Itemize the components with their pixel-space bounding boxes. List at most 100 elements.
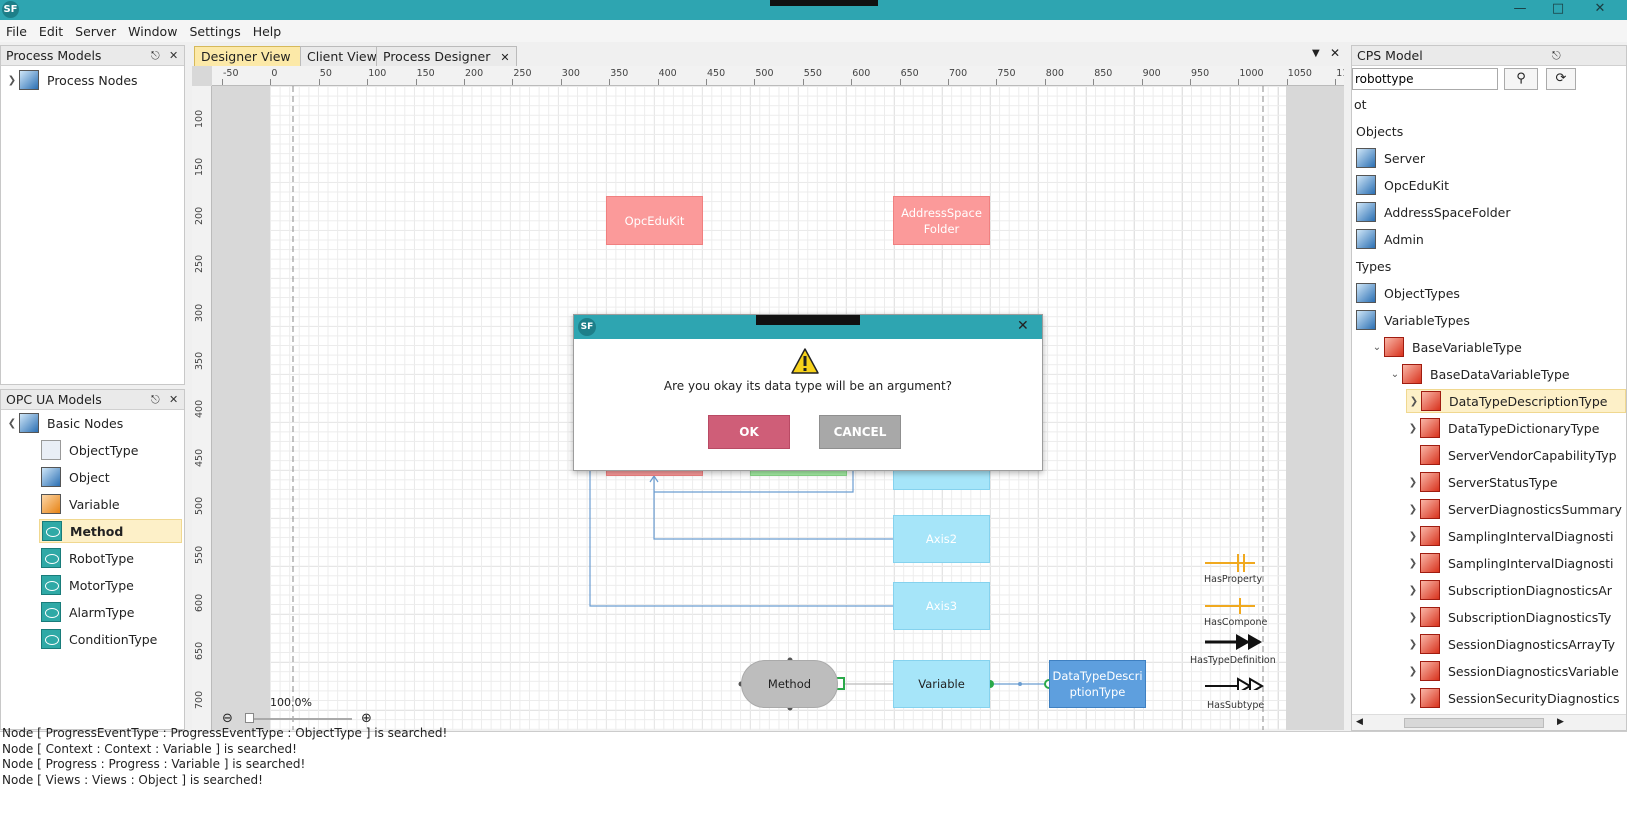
node-variable[interactable]: Variable xyxy=(893,660,990,708)
refresh-icon[interactable]: ⟳ xyxy=(1546,68,1576,90)
tab-designer-view[interactable]: Designer View ✕ xyxy=(194,46,317,66)
pin-icon[interactable]: ⎋ xyxy=(151,393,160,406)
menu-server[interactable]: Server xyxy=(75,23,117,39)
cps-tree-item[interactable]: ❯ServerDiagnosticsSummary xyxy=(1406,497,1622,521)
cps-tree-item[interactable]: AddressSpaceFolder xyxy=(1352,200,1511,224)
cps-tree-item[interactable]: Admin xyxy=(1352,227,1424,251)
tab-list-icon[interactable]: ▼ xyxy=(1312,48,1320,59)
cps-tree-item[interactable]: ❯SessionDiagnosticsVariable xyxy=(1406,659,1619,683)
chevron-right-icon[interactable]: ❯ xyxy=(1408,557,1418,569)
chevron-down-icon[interactable]: ❮ xyxy=(7,417,17,429)
tree-item-basic-nodes[interactable]: ❮ Basic Nodes xyxy=(5,411,123,435)
horizontal-scrollbar[interactable]: ◀ ▶ xyxy=(1352,714,1626,730)
tree-item-objecttype[interactable]: ObjectType xyxy=(41,438,138,462)
search-input[interactable] xyxy=(1352,68,1498,90)
chevron-right-icon[interactable]: ❯ xyxy=(1408,692,1418,704)
cps-tree-item[interactable]: ❯SamplingIntervalDiagnosti xyxy=(1406,551,1614,575)
zoom-slider-handle[interactable] xyxy=(245,713,254,723)
chevron-right-icon[interactable]: ❯ xyxy=(7,74,17,86)
cancel-button[interactable]: CANCEL xyxy=(819,415,901,449)
tree-item-robottype[interactable]: RobotType xyxy=(41,546,134,570)
chevron-right-icon[interactable]: ❯ xyxy=(1408,611,1418,623)
ruler-tick-label: 750 xyxy=(997,68,1016,79)
chevron-right-icon[interactable]: ❯ xyxy=(1408,476,1418,488)
tree-item-alarmtype[interactable]: AlarmType xyxy=(41,600,135,624)
designer-paper[interactable]: OpcEduKit AddressSpaceFolder Axis2 Axis3… xyxy=(270,86,1286,730)
cps-tree-item[interactable]: ⌄BaseDataVariableType xyxy=(1388,362,1570,386)
cps-tree-item-label: SamplingIntervalDiagnosti xyxy=(1448,528,1614,544)
dialog-titlebar[interactable]: SF ✕ xyxy=(574,315,1042,339)
close-tab-icon[interactable]: ✕ xyxy=(500,51,510,64)
node-axis2[interactable]: Axis2 xyxy=(893,515,990,563)
close-icon[interactable]: ✕ xyxy=(1330,46,1341,60)
zoom-out-icon[interactable]: ⊖ xyxy=(222,711,233,726)
minimize-icon[interactable]: — xyxy=(1513,1,1527,16)
menu-help[interactable]: Help xyxy=(252,23,282,39)
cps-tree-item[interactable]: ot xyxy=(1352,92,1367,116)
cps-tree-item[interactable]: ObjectTypes xyxy=(1352,281,1460,305)
cps-tree-item[interactable]: ❯SubscriptionDiagnosticsTy xyxy=(1406,605,1611,629)
cps-tree-item[interactable]: ❯SessionDiagnosticsArrayTy xyxy=(1406,632,1615,656)
scroll-left-icon[interactable]: ◀ xyxy=(1356,717,1363,727)
cps-tree-item-label: DataTypeDescriptionType xyxy=(1449,393,1608,409)
tree-item-object[interactable]: Object xyxy=(41,465,110,489)
cps-tree-item[interactable]: ❯SessionSecurityDiagnostics xyxy=(1406,686,1620,710)
cps-tree-item[interactable]: ❯DataTypeDictionaryType xyxy=(1406,416,1599,440)
close-window-icon[interactable]: ✕ xyxy=(1594,1,1606,16)
chevron-right-icon[interactable]: ❯ xyxy=(1409,395,1419,407)
pin-icon[interactable]: ⎋ xyxy=(1552,49,1561,62)
tree-item-motortype[interactable]: MotorType xyxy=(41,573,134,597)
zoom-slider-track[interactable] xyxy=(246,718,352,720)
cps-model-panel: CPS Model ⎋ ⚲ ⟳ otObjectsServerOpcEduKit… xyxy=(1351,45,1627,731)
maximize-icon[interactable]: □ xyxy=(1551,1,1565,16)
tree-item-variable[interactable]: Variable xyxy=(41,492,120,516)
search-icon[interactable]: ⚲ xyxy=(1504,68,1538,90)
chevron-right-icon[interactable]: ❯ xyxy=(1408,422,1418,434)
node-opcedukit[interactable]: OpcEduKit xyxy=(606,196,703,245)
close-icon[interactable]: ✕ xyxy=(169,393,179,406)
menu-window[interactable]: Window xyxy=(128,23,178,39)
cps-tree-item[interactable]: ⌄BaseVariableType xyxy=(1370,335,1522,359)
dialog-drag-grip[interactable] xyxy=(756,315,860,325)
chevron-right-icon[interactable]: ❯ xyxy=(1408,584,1418,596)
ok-button[interactable]: OK xyxy=(708,415,790,449)
tab-client-view[interactable]: Client View xyxy=(300,46,384,66)
tree-item-method[interactable]: Method xyxy=(39,519,182,543)
scroll-right-icon[interactable]: ▶ xyxy=(1557,717,1564,727)
cps-tree-item[interactable]: Types xyxy=(1352,254,1391,278)
chevron-right-icon[interactable]: ❯ xyxy=(1408,530,1418,542)
cps-tree-item[interactable]: VariableTypes xyxy=(1352,308,1470,332)
cps-tree-item[interactable]: Server xyxy=(1352,146,1425,170)
node-address-space-folder[interactable]: AddressSpaceFolder xyxy=(893,196,990,245)
cps-tree-item[interactable]: ❯ DataTypeDescriptionType xyxy=(1406,389,1626,413)
cps-tree-item[interactable]: ServerVendorCapabilityTyp xyxy=(1406,443,1617,467)
tab-process-designer[interactable]: Process Designer ✕ xyxy=(376,46,517,66)
window-titlebar[interactable]: SF — □ ✕ xyxy=(0,0,1627,20)
node-axis3[interactable]: Axis3 xyxy=(893,582,990,630)
menu-file[interactable]: File xyxy=(6,23,27,39)
chevron-down-icon[interactable]: ⌄ xyxy=(1390,368,1400,380)
close-icon[interactable]: ✕ xyxy=(169,49,179,62)
zoom-in-icon[interactable]: ⊕ xyxy=(361,711,372,726)
cps-tree-item[interactable]: ❯ SamplingIntervalDiagnosti xyxy=(1406,524,1614,548)
tree-item-conditiontype[interactable]: ConditionType xyxy=(41,627,157,651)
node-datatype-description-type[interactable]: DataTypeDescriptionType xyxy=(1049,660,1146,708)
menu-edit[interactable]: Edit xyxy=(38,23,64,39)
tree-item-process-nodes[interactable]: ❯ Process Nodes xyxy=(5,68,138,92)
close-icon[interactable]: ✕ xyxy=(1017,318,1029,334)
scrollbar-thumb[interactable] xyxy=(1404,718,1544,728)
cps-tree-item[interactable]: ❯SubscriptionDiagnosticsAr xyxy=(1406,578,1612,602)
menu-settings[interactable]: Settings xyxy=(189,23,241,39)
window-drag-grip[interactable] xyxy=(770,0,878,6)
ruler-tick xyxy=(1238,79,1240,85)
cps-tree-item[interactable]: Objects xyxy=(1352,119,1403,143)
pin-icon[interactable]: ⎋ xyxy=(151,49,160,62)
node-method[interactable]: Method xyxy=(741,660,838,708)
chevron-down-icon[interactable]: ⌄ xyxy=(1372,341,1382,353)
ruler-tick-label: 500 xyxy=(755,68,774,79)
chevron-right-icon[interactable]: ❯ xyxy=(1408,665,1418,677)
chevron-right-icon[interactable]: ❯ xyxy=(1408,503,1418,515)
chevron-right-icon[interactable]: ❯ xyxy=(1408,638,1418,650)
cps-tree-item[interactable]: OpcEduKit xyxy=(1352,173,1449,197)
cps-tree-item[interactable]: ❯ServerStatusType xyxy=(1406,470,1558,494)
